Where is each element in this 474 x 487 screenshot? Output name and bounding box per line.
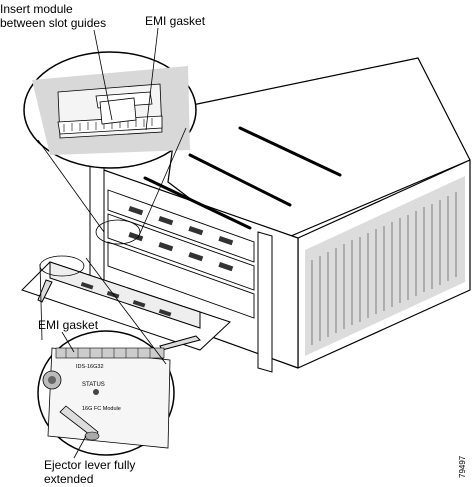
ejector-lever-callout: Ejector lever fully extended bbox=[44, 458, 136, 486]
bottom-leader-lines bbox=[61, 331, 87, 459]
vent-grille-dots bbox=[311, 192, 457, 345]
module-status-text: STATUS bbox=[82, 382, 105, 388]
figure-id: 79497 bbox=[458, 455, 467, 478]
chassis-top-ribs bbox=[143, 126, 342, 230]
installed-modules bbox=[107, 189, 255, 319]
emi-gasket-top-callout: EMI gasket bbox=[145, 14, 206, 28]
chassis-top bbox=[167, 57, 471, 251]
vent-grille bbox=[305, 176, 465, 356]
emi-gasket-teeth bbox=[63, 118, 153, 132]
rack-ears bbox=[89, 163, 273, 373]
emi-gasket-bottom-callout: EMI gasket bbox=[38, 318, 99, 332]
module-model-text: IDS-16G32 bbox=[76, 364, 104, 370]
module-ports bbox=[128, 206, 234, 272]
bottom-zoom-connectors bbox=[39, 255, 167, 365]
bottom-detail-zoom: IDS-16G32 STATUS 16G FC Module bbox=[37, 330, 175, 456]
insert-module-callout: Insert module between slot guides bbox=[0, 2, 107, 30]
bottom-emi-gasket bbox=[55, 347, 165, 359]
module-faceplate-ports bbox=[80, 282, 172, 317]
module-name-text: 16G FC Module bbox=[82, 406, 121, 412]
top-leader-lines bbox=[93, 27, 159, 131]
status-led-icon bbox=[93, 389, 99, 395]
top-zoom-connectors bbox=[37, 127, 187, 245]
